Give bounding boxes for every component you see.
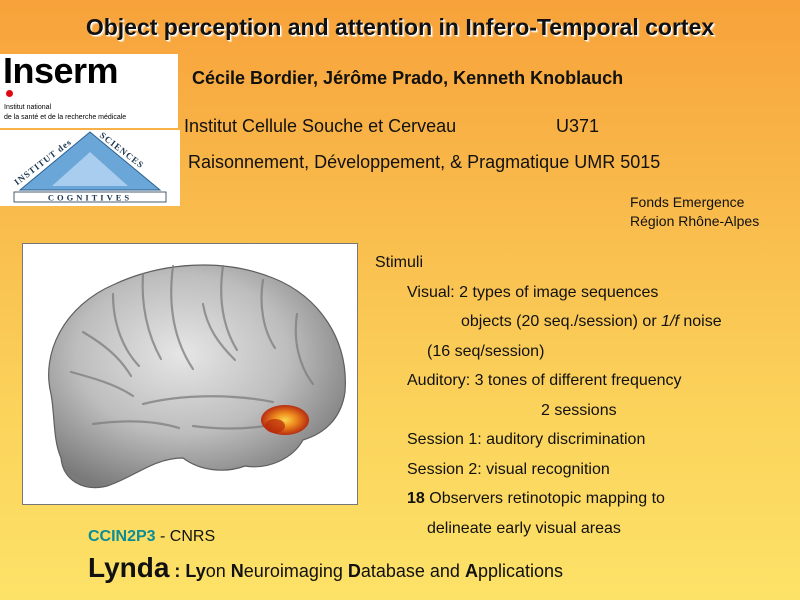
inserm-logo-line2: de la santé et de la recherche médicale [4,114,127,121]
ccin-acronym: CCIN2P3 [88,528,156,545]
inserm-logo-line1: Institut national [4,104,52,111]
stimuli-visual-detail: objects (20 seq./session) or 1/f noise [461,313,722,330]
institute-1: Institut Cellule Souche et Cerveau [184,116,457,136]
brain-render [48,264,346,489]
stimuli-session-1: Session 1: auditory discrimination [407,431,646,448]
funding-line-2: Région Rhône-Alpes [630,213,760,229]
authors: Cécile Bordier, Jérôme Prado, Kenneth Kn… [192,68,624,88]
stimuli-auditory: Auditory: 3 tones of different frequency [407,372,682,389]
institute-2: Raisonnement, Développement, & Pragmatiq… [188,152,661,172]
stimuli-session-2: Session 2: visual recognition [407,460,610,478]
stimuli-list: Stimuli Visual: 2 types of image sequenc… [375,248,722,543]
lynda-expansion: : Lyon Neuroimaging Database and Applica… [169,561,564,581]
stimuli-heading: Stimuli [375,254,424,271]
isc-logo-bottom-text: COGNITIVES [48,193,132,203]
stimuli-auditory-detail: 2 sessions [541,401,617,419]
institute-1-unit: U371 [556,116,600,136]
stimuli-observers: 18 Observers retinotopic mapping to [407,490,665,507]
stimuli-visual-detail-2: (16 seq/session) [427,342,545,360]
funding-line-1: Fonds Emergence [630,194,745,210]
isc-logo-graphic: INSTITUT des SCIENCES COGNITIVES [12,130,167,203]
inserm-logo-dot [6,90,13,97]
inserm-logo: Inserm Institut national de la santé et … [0,50,178,128]
lynda-credit: Lynda : Lyon Neuroimaging Database and A… [88,552,563,584]
inserm-logo-word: Inserm [3,50,119,91]
isc-logo: INSTITUT des SCIENCES COGNITIVES [0,130,180,206]
ccin-org: - CNRS [155,528,216,545]
stimuli-visual: Visual: 2 types of image sequences [407,283,659,301]
slide-title: Object perception and attention in Infer… [85,14,715,40]
brain-image [22,243,358,505]
ccin-credit: CCIN2P3 - CNRS [88,528,215,546]
lynda-name: Lynda [88,552,170,583]
stimuli-observers-2: delineate early visual areas [427,519,621,537]
